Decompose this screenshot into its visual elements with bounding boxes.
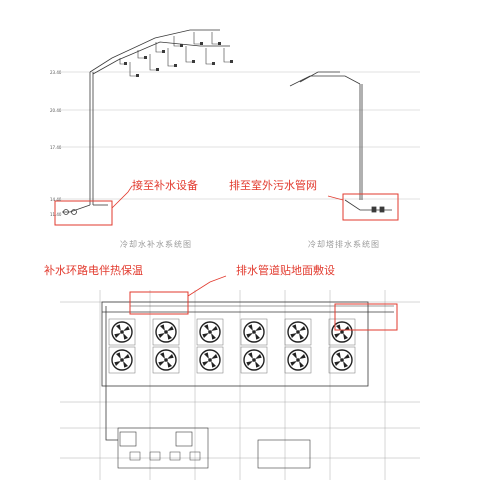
level-label: 17.40 <box>50 145 62 150</box>
stair-core <box>257 439 311 469</box>
floor-drain-box <box>334 303 398 331</box>
equipment-tank <box>169 451 181 461</box>
plan-view <box>60 290 420 480</box>
tower-fan-icon <box>196 318 224 346</box>
meter-symbol <box>63 209 69 215</box>
drain-valve <box>379 206 385 213</box>
tower-fan-icon <box>284 346 312 374</box>
tower-fan-icon <box>240 346 268 374</box>
tower-fan-icon <box>284 318 312 346</box>
tower-fan-icon <box>328 318 356 346</box>
leader-line <box>327 195 344 201</box>
makeup-connection-callout: 接至补水设备 <box>132 179 198 192</box>
equipment-tank <box>129 451 141 461</box>
drain-outlet <box>344 199 392 211</box>
equipment-tank <box>149 451 161 461</box>
tower-fan-icon <box>152 318 180 346</box>
level-label: 14.40 <box>50 197 62 202</box>
tower-fan-icon <box>108 318 136 346</box>
equipment-room <box>117 427 209 469</box>
heat-tracing-box <box>129 291 189 315</box>
level-label: 23.40 <box>50 70 62 75</box>
drain-header <box>299 71 340 83</box>
equipment-tank <box>189 451 201 461</box>
drain-system <box>289 71 392 213</box>
level-label: 11.40 <box>50 212 62 217</box>
tower-fan-icon <box>240 318 268 346</box>
makeup-loop-pipe <box>105 306 118 441</box>
inlet-highlight-box <box>54 200 113 226</box>
makeup-water-system <box>62 29 420 215</box>
tower-platform <box>101 301 369 387</box>
equipment-tank <box>175 431 193 447</box>
cooling-tower-fans <box>108 318 356 374</box>
branch-pipes <box>119 32 232 77</box>
tower-fan-icon <box>152 346 180 374</box>
heat-tracing-callout: 补水环路电伴热保温 <box>44 264 143 277</box>
makeup-system-title: 冷却水补水系统图 <box>120 240 192 249</box>
leader-line <box>111 185 133 209</box>
drain-valve <box>371 206 377 213</box>
drain-header <box>289 75 361 87</box>
drain-to-sewer-callout: 排至室外污水管网 <box>229 179 317 192</box>
header-pipe <box>89 29 220 73</box>
level-label: 20.40 <box>50 108 62 113</box>
inlet-pipe <box>62 204 91 213</box>
tower-fan-icon <box>328 346 356 374</box>
plan-grid <box>60 290 420 480</box>
drain-system-title: 冷却塔排水系统图 <box>308 240 380 249</box>
drain-on-floor-callout: 排水管道贴地面敷设 <box>236 264 335 277</box>
meter-symbol <box>71 209 77 215</box>
tower-fan-icon <box>108 346 136 374</box>
leader-line <box>187 275 227 297</box>
drain-highlight-box <box>342 193 399 221</box>
tower-fan-icon <box>196 346 224 374</box>
header-pipe <box>92 41 230 75</box>
equipment-tank <box>119 431 137 447</box>
valve-marks <box>124 42 233 77</box>
